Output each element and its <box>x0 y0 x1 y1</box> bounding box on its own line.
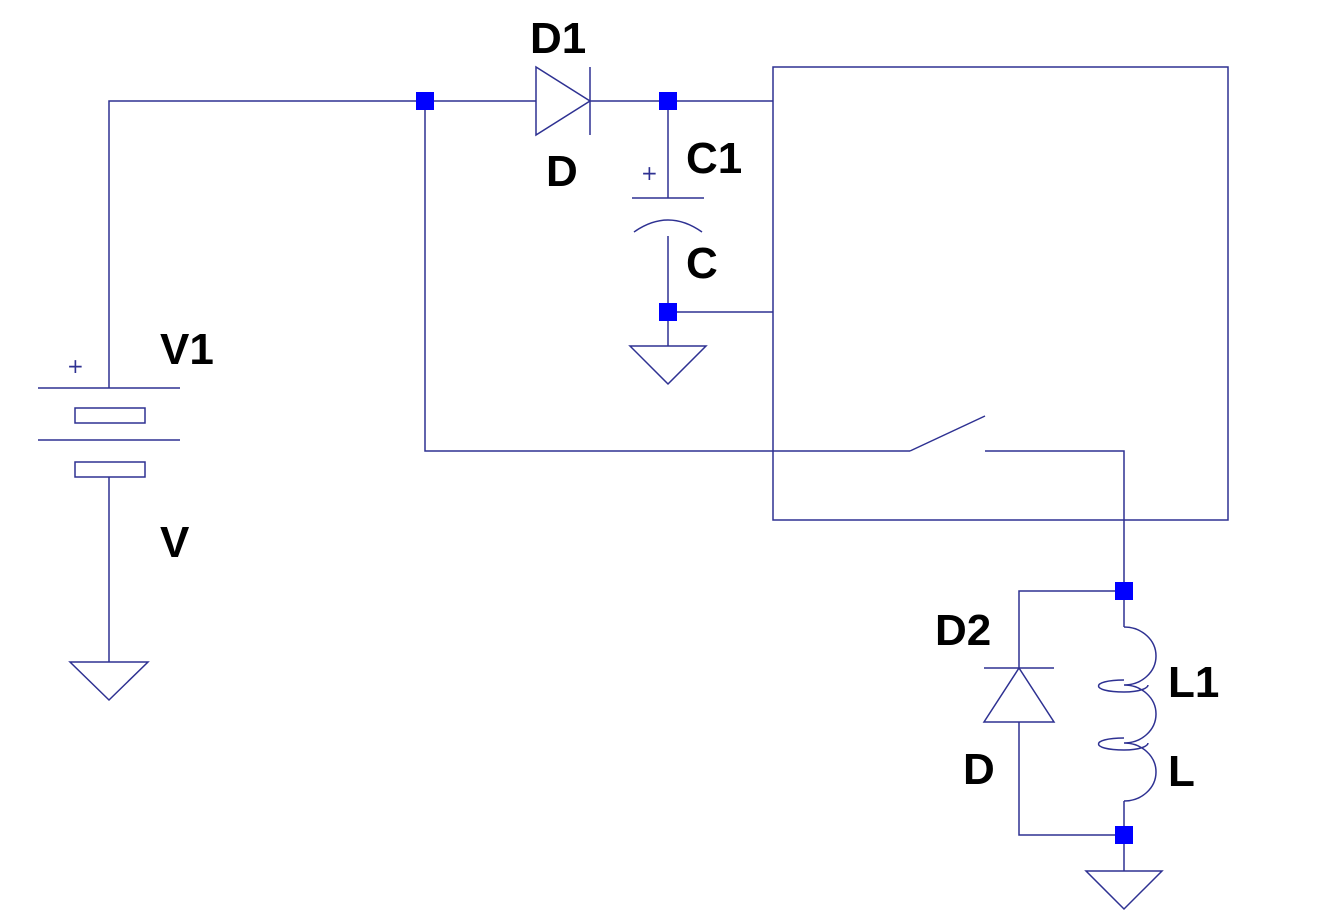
c1-polarity-plus: + <box>641 161 658 185</box>
wire-load-top-to-d2[interactable] <box>1018 590 1124 668</box>
junction-dot[interactable] <box>416 92 434 110</box>
d2-ref-label: D2 <box>935 606 991 655</box>
v1-battery-symbol[interactable] <box>38 387 180 478</box>
junction-dot[interactable] <box>659 92 677 110</box>
l1-ref-label: L1 <box>1168 658 1219 707</box>
ground-symbol-c1[interactable] <box>628 345 708 386</box>
wire-d2-to-load-bottom[interactable] <box>1018 722 1124 836</box>
c1-value-label: C <box>686 239 718 288</box>
l1-inductor-symbol[interactable] <box>1098 626 1157 802</box>
wire-node-to-switch[interactable] <box>424 101 910 452</box>
d1-ref-label: D1 <box>530 14 586 63</box>
d2-diode-symbol[interactable] <box>982 666 1056 723</box>
switch-module-box[interactable] <box>772 66 1229 521</box>
ground-symbol-v1[interactable] <box>68 661 150 702</box>
d1-value-label: D <box>546 147 578 196</box>
ground-symbol-load[interactable] <box>1084 870 1164 911</box>
c1-ref-label: C1 <box>686 134 742 183</box>
wire-switch-to-load[interactable] <box>985 450 1125 591</box>
switch-contact-blade[interactable] <box>909 415 986 452</box>
junction-dot[interactable] <box>1115 582 1133 600</box>
junction-dot[interactable] <box>1115 826 1133 844</box>
wire-v1-top-to-node[interactable] <box>108 100 425 388</box>
l1-value-label: L <box>1168 747 1195 796</box>
junction-dot[interactable] <box>659 303 677 321</box>
v1-polarity-plus: + <box>67 354 84 378</box>
v1-value-label: V <box>160 518 190 567</box>
c1-capacitor-symbol[interactable] <box>632 197 704 233</box>
d2-value-label: D <box>963 745 995 794</box>
d1-diode-symbol[interactable] <box>535 65 592 137</box>
v1-ref-label: V1 <box>160 325 214 374</box>
